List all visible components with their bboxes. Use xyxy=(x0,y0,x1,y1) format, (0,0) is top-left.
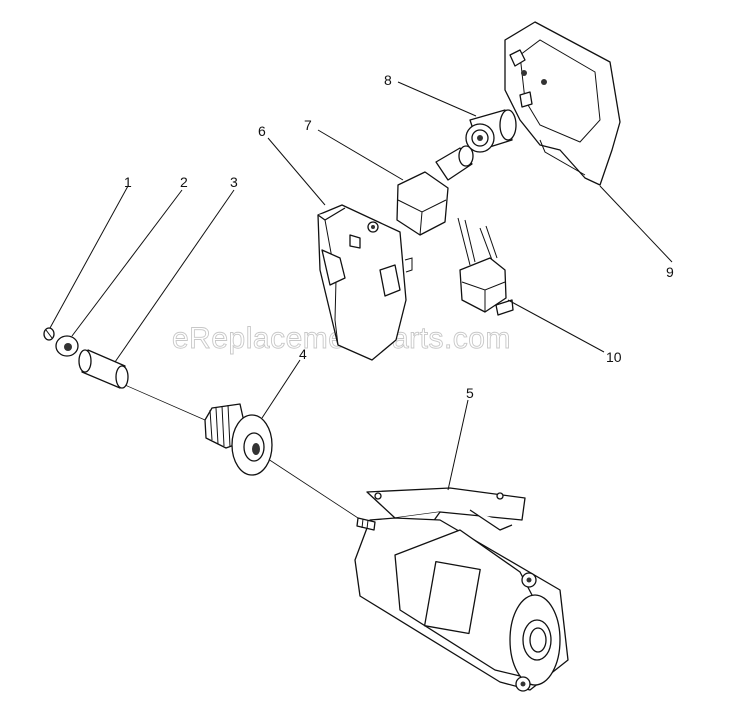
part-4-drive-pinion xyxy=(204,403,273,476)
callout-2: 2 xyxy=(180,174,188,190)
part-5-starter-motor xyxy=(354,487,569,692)
part-10-terminal-connector xyxy=(457,217,514,316)
callout-8: 8 xyxy=(384,72,392,88)
callout-10: 10 xyxy=(606,349,622,365)
callout-5: 5 xyxy=(466,385,474,401)
part-6-solenoid-housing xyxy=(317,204,413,361)
callout-9: 9 xyxy=(666,264,674,280)
callout-3: 3 xyxy=(230,174,238,190)
callout-1: 1 xyxy=(124,174,132,190)
callout-6: 6 xyxy=(258,123,266,139)
callout-4: 4 xyxy=(299,346,307,362)
assembly-axis-line-2 xyxy=(261,454,359,519)
part-8-grommet xyxy=(465,109,517,153)
part-2-washer xyxy=(55,335,79,357)
part-7-connector-plug xyxy=(396,145,474,236)
part-9-cover xyxy=(504,21,621,186)
leader-lines xyxy=(49,81,673,491)
part-3-spacer-tube xyxy=(78,349,129,389)
part-1-retaining-ring xyxy=(43,327,55,341)
callout-7: 7 xyxy=(304,117,312,133)
assembly-axis-line xyxy=(124,384,206,421)
